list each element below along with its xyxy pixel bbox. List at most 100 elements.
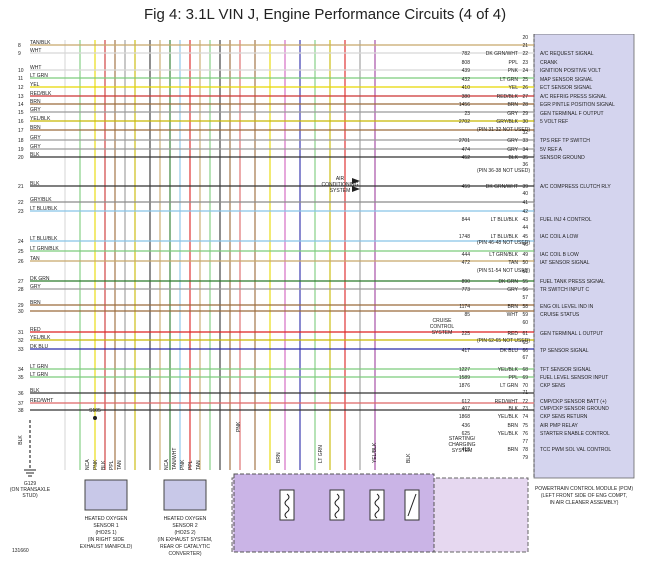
- solenoid-coil-1: [329, 489, 345, 521]
- starting-label-1: CHARGING: [449, 442, 476, 448]
- pcm-circ-45: 1748: [459, 234, 470, 240]
- left-pin-35: 35: [18, 375, 24, 381]
- pcm-circ-76: 625: [462, 431, 471, 437]
- pcm-pin-36: 36: [522, 162, 528, 168]
- pcm-wire-22: DK GRN/WHT: [486, 51, 518, 57]
- pcm-pin-23: 23: [522, 60, 528, 66]
- pcm-circ-69: 1589: [459, 375, 470, 381]
- pcm-pin-79: 79: [522, 455, 528, 461]
- pcm-circ-34: 474: [462, 147, 471, 153]
- pcm-pin-42: 42: [522, 209, 528, 215]
- pcm-wire-68: YEL/BLK: [498, 367, 519, 373]
- left-label-12: YEL: [30, 82, 40, 88]
- page-title: Fig 4: 3.1L VIN J, Engine Performance Ci…: [144, 6, 507, 23]
- left-label-18: GRY: [30, 135, 41, 141]
- pcm-sig-78: TCC PWM SOL VAL CONTROL: [540, 447, 611, 453]
- left-label-21: BLK: [30, 181, 40, 187]
- pcm-wire-72: RED/WHT: [495, 399, 518, 405]
- splice-dot: [93, 416, 97, 420]
- left-label-11: LT GRN: [30, 73, 48, 79]
- pcm-wire-23: PPL: [509, 60, 519, 66]
- left-pin-11: 11: [18, 76, 23, 82]
- pcm-pin-70: 70: [522, 383, 528, 389]
- left-pin-36: 36: [18, 391, 24, 397]
- pcm-pin-58: 58: [522, 304, 528, 310]
- left-pin-34: 34: [18, 367, 24, 373]
- pcm-circ-26: 410: [462, 85, 471, 91]
- pcm-sig-33: TPS REF TP SWITCH: [540, 138, 590, 144]
- pcm-sig-26: ECT SENSOR SIGNAL: [540, 85, 592, 91]
- pcm-sig-22: A/C REQUEST SIGNAL: [540, 51, 594, 57]
- left-label-28: GRY: [30, 284, 41, 290]
- solenoid-coil-0: [279, 489, 295, 521]
- pcm-wire-24: PNK: [508, 68, 519, 74]
- pcm-wire-25: LT GRN: [500, 77, 518, 83]
- hos2-l4: (IN EXHAUST SYSTEM,: [158, 537, 213, 543]
- pcm-wire-59: WHT: [507, 312, 518, 318]
- cruise-label-0: CRUISE: [433, 318, 453, 324]
- pcm-circ-75: 436: [462, 423, 471, 429]
- hos1-l4: (IN RIGHT SIDE: [88, 537, 125, 543]
- left-pin-21: 21: [18, 184, 24, 190]
- left-label-15: GRY: [30, 107, 41, 113]
- not-used-2: (PIN 46-48 NOT USED): [477, 240, 530, 246]
- pcm-wire-76: YEL/BLK: [498, 431, 519, 437]
- pcm-sig-27: A/C REFRIG PRESS SIGNAL: [540, 94, 607, 100]
- left-label-35: LT GRN: [30, 372, 48, 378]
- pcm-wire-30: GRY/BLK: [496, 119, 518, 125]
- pcm-pin-73: 73: [522, 406, 528, 412]
- left-pin-22: 22: [18, 200, 24, 206]
- left-label-19: GRY: [30, 144, 41, 150]
- pcm-pin-78: 78: [522, 447, 528, 453]
- left-label-26: TAN: [30, 256, 40, 262]
- pcm-sig-49: IAC COIL B LOW: [540, 252, 579, 258]
- pcm-wire-29: GRY: [507, 111, 518, 117]
- pcm-circ-23: 808: [462, 60, 471, 66]
- solenoid-coil-icon-0: [284, 493, 290, 519]
- tw-pnk: PNK: [236, 421, 242, 432]
- pcm-pin-44: 44: [522, 225, 528, 231]
- pcm-footer-2: IN AIR CLEANER ASSEMBLY): [550, 500, 619, 506]
- hos2-l2: SENSOR 2: [172, 523, 198, 529]
- hos1-title: HEATED OXYGEN: [85, 516, 128, 522]
- ac-arrow-2: [352, 186, 360, 192]
- left-label-37: RED/WHT: [30, 398, 53, 404]
- left-label-14: BRN: [30, 99, 41, 105]
- ground-wire-label: BLK: [18, 435, 24, 445]
- left-label-24: LT BLU/BLK: [30, 236, 58, 242]
- cruise-label-1: CONTROL: [430, 324, 455, 330]
- pcm-sig-61: GEN TERMINAL L OUTPUT: [540, 331, 603, 337]
- left-pin-15: 15: [18, 110, 24, 116]
- pcm-pin-32: 32: [522, 130, 528, 136]
- left-pin-33: 33: [18, 347, 24, 353]
- pcm-sig-45: IAC COIL A LOW: [540, 234, 578, 240]
- pcm-pin-57: 57: [522, 295, 528, 301]
- starting-label-0: STARTING/: [449, 436, 476, 442]
- pcm-pin-24: 24: [522, 68, 528, 74]
- not-used-3: (PIN 51-54 NOT USED): [477, 268, 530, 274]
- hos2-title: HEATED OXYGEN: [164, 516, 207, 522]
- pcm-pin-40: 40: [522, 191, 528, 197]
- hos2-l3: (HO2S 2): [174, 530, 195, 536]
- pcm-sig-74: CKP SENS RETURN: [540, 414, 588, 420]
- left-pin-37: 37: [18, 401, 24, 407]
- ac-label-1: CONDITIONING: [322, 182, 359, 188]
- left-label-23: LT BLU/BLK: [30, 206, 58, 212]
- tw-brn: BRN: [276, 452, 282, 463]
- ac-label-2: SYSTEM: [330, 188, 351, 194]
- left-label-10: WHT: [30, 65, 41, 71]
- figure-id: 131660: [12, 548, 29, 554]
- ground-line2: STUD): [22, 493, 38, 499]
- left-pin-13: 13: [18, 94, 24, 100]
- ground-line1: (ON TRANSAXLE: [10, 487, 51, 493]
- hos2-l5: REAR OF CATALYTIC: [160, 544, 210, 550]
- pcm-circ-66: 417: [462, 348, 471, 354]
- pcm-wire-78: BRN: [507, 447, 518, 453]
- pcm-pin-56: 56: [522, 287, 528, 293]
- pcm-wire-55: DK GRN: [499, 279, 519, 285]
- pcm-wire-70: LT GRN: [500, 383, 518, 389]
- left-label-31: RED: [30, 327, 41, 333]
- pcm-pin-21: 21: [522, 43, 528, 49]
- left-pin-29: 29: [18, 303, 24, 309]
- left-label-29: BRN: [30, 300, 41, 306]
